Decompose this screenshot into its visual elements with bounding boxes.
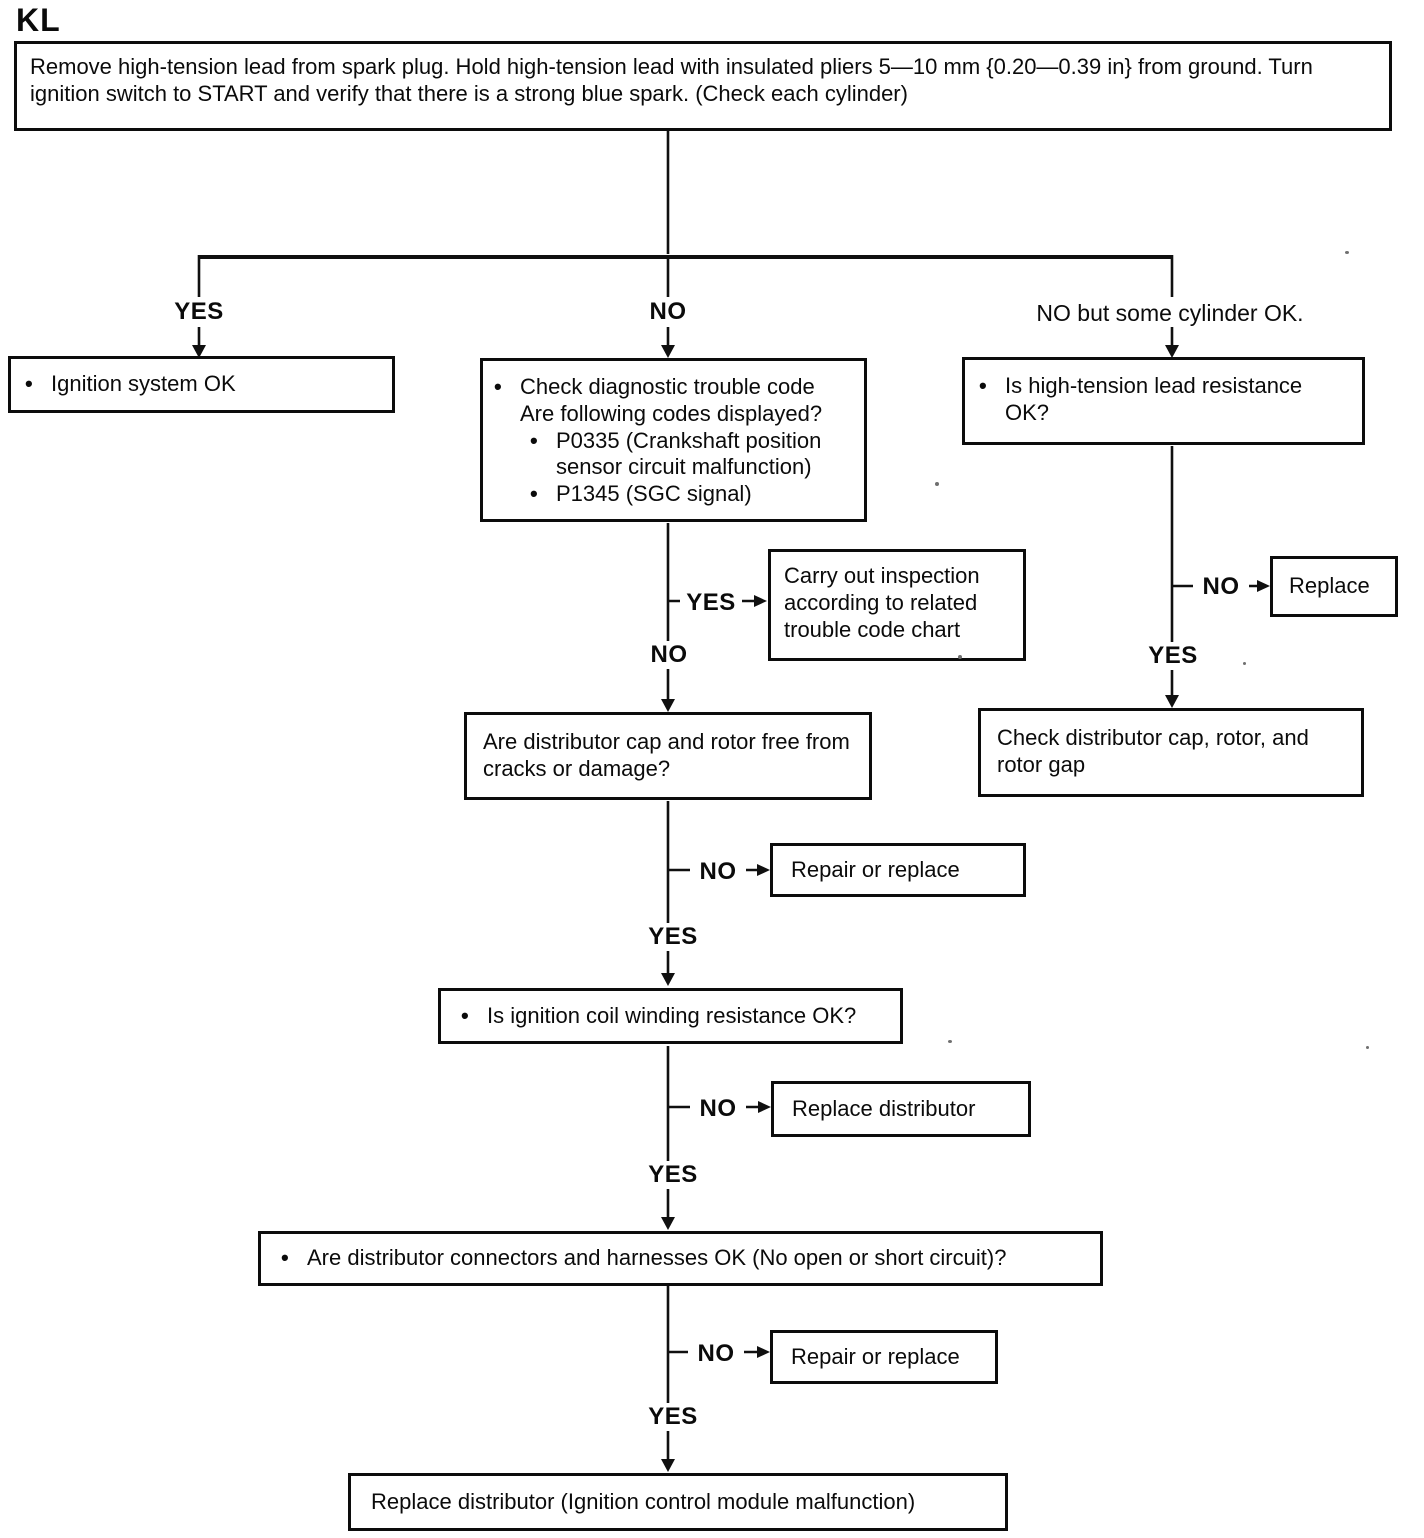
- node-start-text: Remove high-tension lead from spark plug…: [30, 54, 1313, 106]
- bullet-icon: •: [461, 1002, 469, 1028]
- label-no-repair2: NO: [688, 1340, 744, 1368]
- bullet-icon: •: [530, 481, 538, 507]
- node-repair-replace-2-text: Repair or replace: [791, 1343, 960, 1369]
- node-check-dtc-code1: P0335 (Crankshaft position sensor circui…: [556, 427, 822, 480]
- node-start: Remove high-tension lead from spark plug…: [14, 41, 1392, 131]
- node-carry-out: Carry out inspection according to relate…: [768, 549, 1026, 661]
- arrowhead-no-replacedist: [758, 1101, 771, 1113]
- bullet-icon: •: [979, 373, 987, 398]
- node-check-cap-text: Check distributor cap, rotor, and rotor …: [997, 725, 1309, 777]
- arrowhead-yes-carryout: [754, 595, 767, 607]
- bullet-icon: •: [530, 427, 538, 453]
- node-repair-replace-1: Repair or replace: [770, 843, 1026, 897]
- node-final-text: Replace distributor (Ignition control mo…: [371, 1488, 916, 1514]
- label-no-mid-1: NO: [642, 641, 696, 669]
- arrowhead-nosome-right: [1165, 345, 1179, 358]
- arrowhead-no-mid: [661, 345, 675, 358]
- scan-speck: [1243, 662, 1246, 665]
- node-replace-text: Replace: [1289, 573, 1370, 599]
- label-no-but-some-top: NO but some cylinder OK.: [1008, 300, 1332, 327]
- scan-speck: [1345, 251, 1349, 254]
- node-check-dtc: • Check diagnostic trouble code Are foll…: [480, 358, 867, 522]
- arrowhead-no-replace: [1257, 580, 1270, 592]
- arrowhead-dtc-down: [661, 699, 675, 712]
- node-repair-replace-2: Repair or replace: [770, 1330, 998, 1384]
- node-coil: • Is ignition coil winding resistance OK…: [438, 988, 903, 1044]
- node-check-cap: Check distributor cap, rotor, and rotor …: [978, 708, 1364, 797]
- bullet-icon: •: [281, 1245, 289, 1271]
- node-ht-lead-text: Is high-tension lead resistance OK?: [1005, 373, 1303, 425]
- label-yes-mid-3: YES: [640, 1161, 706, 1189]
- arrowhead-htlead-down: [1165, 695, 1179, 708]
- node-carry-out-text: Carry out inspection according to relate…: [784, 563, 980, 642]
- arrowhead-coil-down: [661, 1217, 675, 1230]
- node-check-dtc-question: Are following codes displayed?: [520, 400, 823, 426]
- node-check-dtc-code2: P1345 (SGC signal): [556, 481, 752, 507]
- arrowhead-yes-left: [192, 345, 206, 358]
- node-ignition-ok: • Ignition system OK: [8, 356, 395, 413]
- node-ignition-ok-text: Ignition system OK: [51, 371, 236, 397]
- bullet-icon: •: [25, 371, 33, 397]
- node-coil-text: Is ignition coil winding resistance OK?: [487, 1002, 857, 1028]
- label-no-repair1: NO: [690, 858, 746, 886]
- bullet-icon: •: [494, 374, 502, 399]
- arrowhead-no-repair2: [757, 1346, 770, 1358]
- node-replace-distributor: Replace distributor: [771, 1081, 1031, 1137]
- label-yes-mid-2: YES: [640, 923, 706, 951]
- node-final: Replace distributor (Ignition control mo…: [348, 1473, 1008, 1531]
- label-no-top: NO: [638, 298, 698, 326]
- scan-speck: [935, 482, 939, 486]
- node-connectors-text: Are distributor connectors and harnesses…: [307, 1245, 1007, 1271]
- node-repair-replace-1-text: Repair or replace: [791, 856, 960, 882]
- node-cap-rotor: Are distributor cap and rotor free from …: [464, 712, 872, 800]
- label-yes-right: YES: [1141, 642, 1205, 670]
- node-cap-rotor-text: Are distributor cap and rotor free from …: [483, 729, 850, 781]
- node-connectors: • Are distributor connectors and harness…: [258, 1231, 1103, 1286]
- label-yes-carryout: YES: [680, 589, 742, 617]
- scan-speck: [958, 655, 962, 659]
- node-check-dtc-title: Check diagnostic trouble code: [520, 374, 815, 399]
- node-replace-distributor-text: Replace distributor: [792, 1095, 976, 1121]
- node-ht-lead: • Is high-tension lead resistance OK?: [962, 357, 1365, 445]
- arrowhead-caprotor-down: [661, 973, 675, 986]
- page-label: KL: [16, 2, 61, 38]
- label-no-replacedist: NO: [690, 1095, 746, 1123]
- scan-speck: [948, 1040, 952, 1043]
- label-yes-top: YES: [169, 298, 229, 326]
- node-replace: Replace: [1270, 556, 1398, 617]
- label-no-replace: NO: [1193, 573, 1249, 601]
- arrowhead-connectors-down: [661, 1459, 675, 1472]
- label-yes-mid-4: YES: [640, 1403, 706, 1431]
- arrowhead-no-repair1: [757, 864, 770, 876]
- scan-speck: [1366, 1046, 1369, 1049]
